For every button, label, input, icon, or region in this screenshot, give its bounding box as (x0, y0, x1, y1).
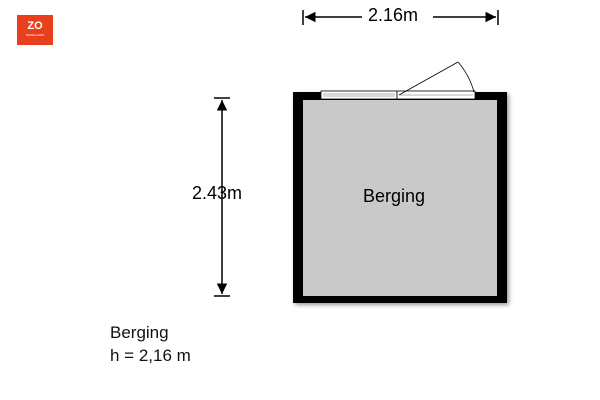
room-berging (293, 92, 507, 303)
depth-label: 2.43m (192, 183, 243, 203)
caption-room-height: h = 2,16 m (110, 346, 191, 365)
door (396, 61, 476, 100)
logo: ZO MAKELAARS (17, 15, 53, 45)
room-label: Berging (363, 186, 426, 206)
width-label: 2.16m (368, 5, 419, 25)
caption-room-name: Berging (110, 323, 169, 342)
logo-subtext: MAKELAARS (25, 33, 45, 37)
window (320, 90, 398, 100)
logo-text: ZO (27, 20, 43, 32)
width-dimension-line (302, 10, 499, 25)
depth-dimension-line (214, 97, 230, 297)
